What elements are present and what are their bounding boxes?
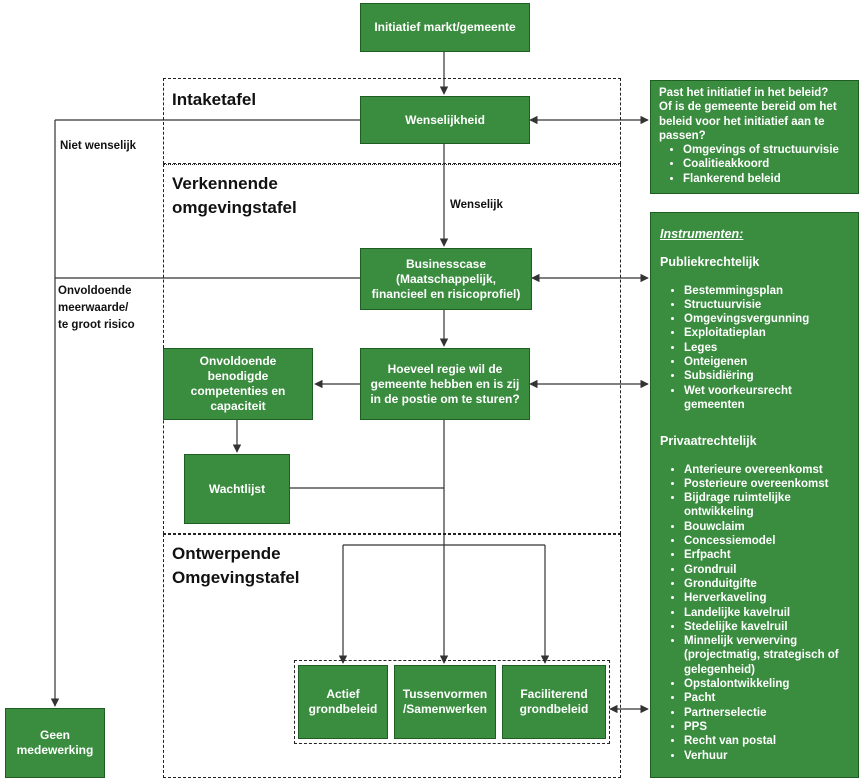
section-title-intaketafel: Intaketafel xyxy=(172,90,257,109)
list-item: Omgevings of structuurvisie xyxy=(683,143,852,157)
list-item: Stedelijke kavelruil xyxy=(684,620,852,634)
list-item: Coalitieakkoord xyxy=(683,157,852,171)
list-item: Onteigenen xyxy=(684,355,852,369)
privaat-list: Anterieure overeenkomst Posterieure over… xyxy=(660,463,852,763)
beleid-list: Omgevings of structuurvisie Coalitieakko… xyxy=(659,143,852,186)
list-item: Concessiemodel xyxy=(684,534,852,548)
publiek-list: Bestemmingsplan Structuurvisie Omgevings… xyxy=(660,284,852,413)
node-businesscase: Businesscase (Maatschappelijk, financiee… xyxy=(360,248,532,310)
list-item: Bouwclaim xyxy=(684,520,852,534)
list-item: Partnerselectie xyxy=(684,706,852,720)
section-title-ontwerpende: Ontwerpende Omgevingstafel xyxy=(172,544,300,587)
beleid-panel: Past het initiatief in het beleid? Of is… xyxy=(650,80,859,194)
node-wachtlijst: Wachtlijst xyxy=(184,454,290,524)
node-initiatief: Initiatief markt/gemeente xyxy=(360,3,530,52)
instrumenten-panel: Instrumenten: Publiekrechtelijk Bestemmi… xyxy=(650,212,859,778)
list-item: Flankerend beleid xyxy=(683,172,852,186)
list-item: Posterieure overeenkomst xyxy=(684,477,852,491)
list-item: Pacht xyxy=(684,691,852,705)
list-item: Exploitatieplan xyxy=(684,326,852,340)
section-title-verkennende: Verkennende omgevingstafel xyxy=(172,174,297,217)
list-item: Anterieure overeenkomst xyxy=(684,463,852,477)
list-item: Landelijke kavelruil xyxy=(684,606,852,620)
node-tussenvormen: Tussenvormen /Samenwerken xyxy=(394,665,496,739)
list-item: Bestemmingsplan xyxy=(684,284,852,298)
list-item: Wet voorkeursrecht gemeenten xyxy=(684,384,852,413)
privaat-title: Privaatrechtelijk xyxy=(660,434,757,449)
node-faciliterend-grondbeleid: Faciliterend grondbeleid xyxy=(502,665,606,739)
list-item: Grondruil xyxy=(684,563,852,577)
list-item: Herverkaveling xyxy=(684,591,852,605)
list-item: Omgevingsvergunning xyxy=(684,312,852,326)
node-actief-grondbeleid: Actief grondbeleid xyxy=(298,665,388,739)
list-item: PPS xyxy=(684,720,852,734)
list-item: Gronduitgifte xyxy=(684,577,852,591)
instrumenten-title: Instrumenten: xyxy=(660,227,744,241)
publiek-title: Publiekrechtelijk xyxy=(660,255,760,270)
node-onvoldoende-competenties: Onvoldoende benodigde competenties en ca… xyxy=(163,348,313,420)
node-regie: Hoeveel regie wil de gemeente hebben en … xyxy=(360,348,530,420)
node-geen-medewerking: Geen medewerking xyxy=(5,708,105,778)
list-item: Subsidiëring xyxy=(684,369,852,383)
list-item: Erfpacht xyxy=(684,548,852,562)
node-wenselijkheid: Wenselijkheid xyxy=(360,96,530,144)
list-item: Opstalontwikkeling xyxy=(684,677,852,691)
intaketafel-frame xyxy=(163,78,621,164)
list-item: Minnelijk verwerving (projectmatig, stra… xyxy=(684,634,852,677)
list-item: Verhuur xyxy=(684,749,852,763)
list-item: Structuurvisie xyxy=(684,298,852,312)
ontwerpende-frame xyxy=(163,534,621,778)
list-item: Recht van postal xyxy=(684,734,852,748)
label-niet-wenselijk: Niet wenselijk xyxy=(60,140,137,152)
label-wenselijk: Wenselijk xyxy=(450,199,503,211)
grondbeleid-group-frame xyxy=(294,660,610,744)
label-onvoldoende-meerwaarde: Onvoldoende meerwaarde/ te groot risico xyxy=(58,285,135,331)
list-item: Bijdrage ruimtelijke ontwikkeling xyxy=(684,491,852,520)
list-item: Leges xyxy=(684,341,852,355)
